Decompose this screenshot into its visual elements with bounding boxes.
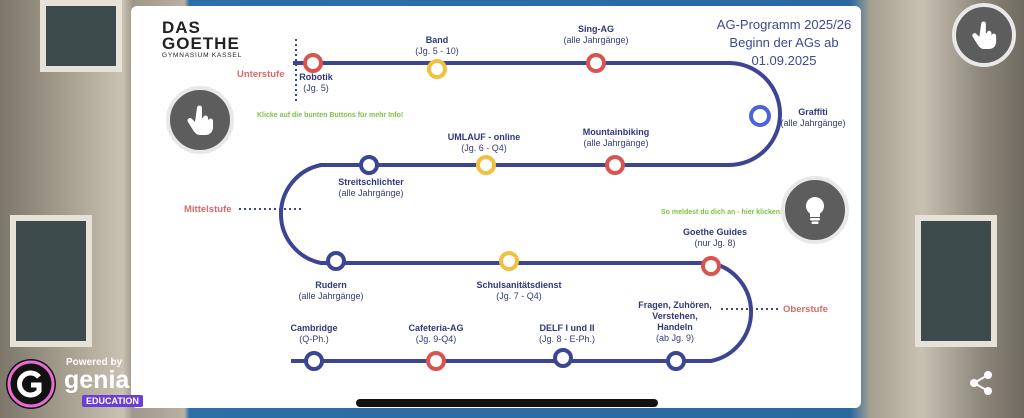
building-window xyxy=(915,215,997,347)
ag-program-card: DAS GOETHE GYMNASIUM KASSEL AG-Programm … xyxy=(131,6,861,408)
ag-label-fragen-zuhoeren: Fragen, Zuhören, Verstehen, Handeln(ab J… xyxy=(638,300,712,343)
touch-mode-button[interactable] xyxy=(952,3,1016,67)
label-oberstufe: Oberstufe xyxy=(783,304,828,315)
hint-buttons: Klicke auf die bunten Buttons für mehr I… xyxy=(257,112,404,119)
ag-label-cafeteria: Cafeteria-AG(Jg. 9-Q4) xyxy=(408,323,464,344)
brand-name: genially xyxy=(64,366,158,394)
ag-label-delf: DELF I und II(Jg. 8 - E-Ph.) xyxy=(538,323,596,344)
label-mittelstufe: Mittelstufe xyxy=(184,204,232,215)
genially-logo-icon xyxy=(6,359,56,409)
ag-button-sing-ag[interactable] xyxy=(586,53,606,73)
ag-label-schulsanitaetsdienst: Schulsanitätsdienst(Jg. 7 - Q4) xyxy=(476,280,562,301)
logo-line1: DAS xyxy=(162,18,201,37)
ag-button-graffiti[interactable] xyxy=(749,105,771,127)
hint-anmelden[interactable]: So meldest du dich an - hier klicken! xyxy=(661,209,783,216)
touch-hint-button[interactable] xyxy=(166,86,234,154)
program-title: AG-Programm 2025/26 Beginn der AGs ab 01… xyxy=(716,17,852,68)
touch-hand-icon xyxy=(972,21,997,49)
building-window xyxy=(10,215,92,347)
ag-button-schulsanitaetsdienst[interactable] xyxy=(499,251,519,271)
ag-button-umlauf[interactable] xyxy=(476,155,496,175)
anmelden-info-button[interactable] xyxy=(781,176,849,244)
label-unterstufe: Unterstufe xyxy=(237,69,285,80)
ag-button-streitschlichter[interactable] xyxy=(359,155,379,175)
logo-line3: GYMNASIUM KASSEL xyxy=(162,52,242,59)
building-window xyxy=(40,0,122,72)
route-path xyxy=(239,39,782,363)
ag-label-streitschlichter: Streitschlichter(alle Jahrgänge) xyxy=(338,177,404,198)
lightbulb-icon xyxy=(805,196,825,224)
ag-button-delf[interactable] xyxy=(553,348,573,368)
edition-label: EDUCATION xyxy=(82,395,143,407)
ag-button-cambridge[interactable] xyxy=(304,351,324,371)
ag-button-mountainbiking[interactable] xyxy=(605,155,625,175)
ag-label-umlauf: UMLAUF - online(Jg. 6 - Q4) xyxy=(447,132,521,153)
ag-button-fragen-zuhoeren[interactable] xyxy=(666,351,686,371)
home-indicator-bar xyxy=(356,399,658,407)
school-logo: DAS GOETHE GYMNASIUM KASSEL xyxy=(162,18,242,59)
ag-button-robotik[interactable] xyxy=(303,53,323,73)
powered-by-text: Powered by xyxy=(66,357,123,368)
logo-line2: GOETHE xyxy=(162,34,240,53)
ag-label-sing-ag: Sing-AG(alle Jahrgänge) xyxy=(563,24,629,45)
ag-button-goethe-guides[interactable] xyxy=(701,256,721,276)
ag-label-mountainbiking: Mountainbiking(alle Jahrgänge) xyxy=(582,127,650,148)
ag-label-robotik: Robotik(Jg. 5) xyxy=(299,72,333,93)
genially-badge[interactable]: Powered by genially EDUCATION xyxy=(4,355,158,413)
ag-button-cafeteria[interactable] xyxy=(426,351,446,371)
ag-label-graffiti: Graffiti(alle Jahrgänge) xyxy=(780,107,846,128)
share-icon[interactable] xyxy=(968,370,994,396)
ag-label-band: Band(Jg. 5 - 10) xyxy=(415,35,459,56)
ag-label-goethe-guides: Goethe Guides(nur Jg. 8) xyxy=(682,227,748,248)
ag-label-cambridge: Cambridge(Q-Ph.) xyxy=(290,323,338,344)
touch-hand-icon xyxy=(187,105,213,135)
ag-label-rudern: Rudern(alle Jahrgänge) xyxy=(298,280,364,301)
ag-button-rudern[interactable] xyxy=(326,251,346,271)
ag-button-band[interactable] xyxy=(427,59,447,79)
